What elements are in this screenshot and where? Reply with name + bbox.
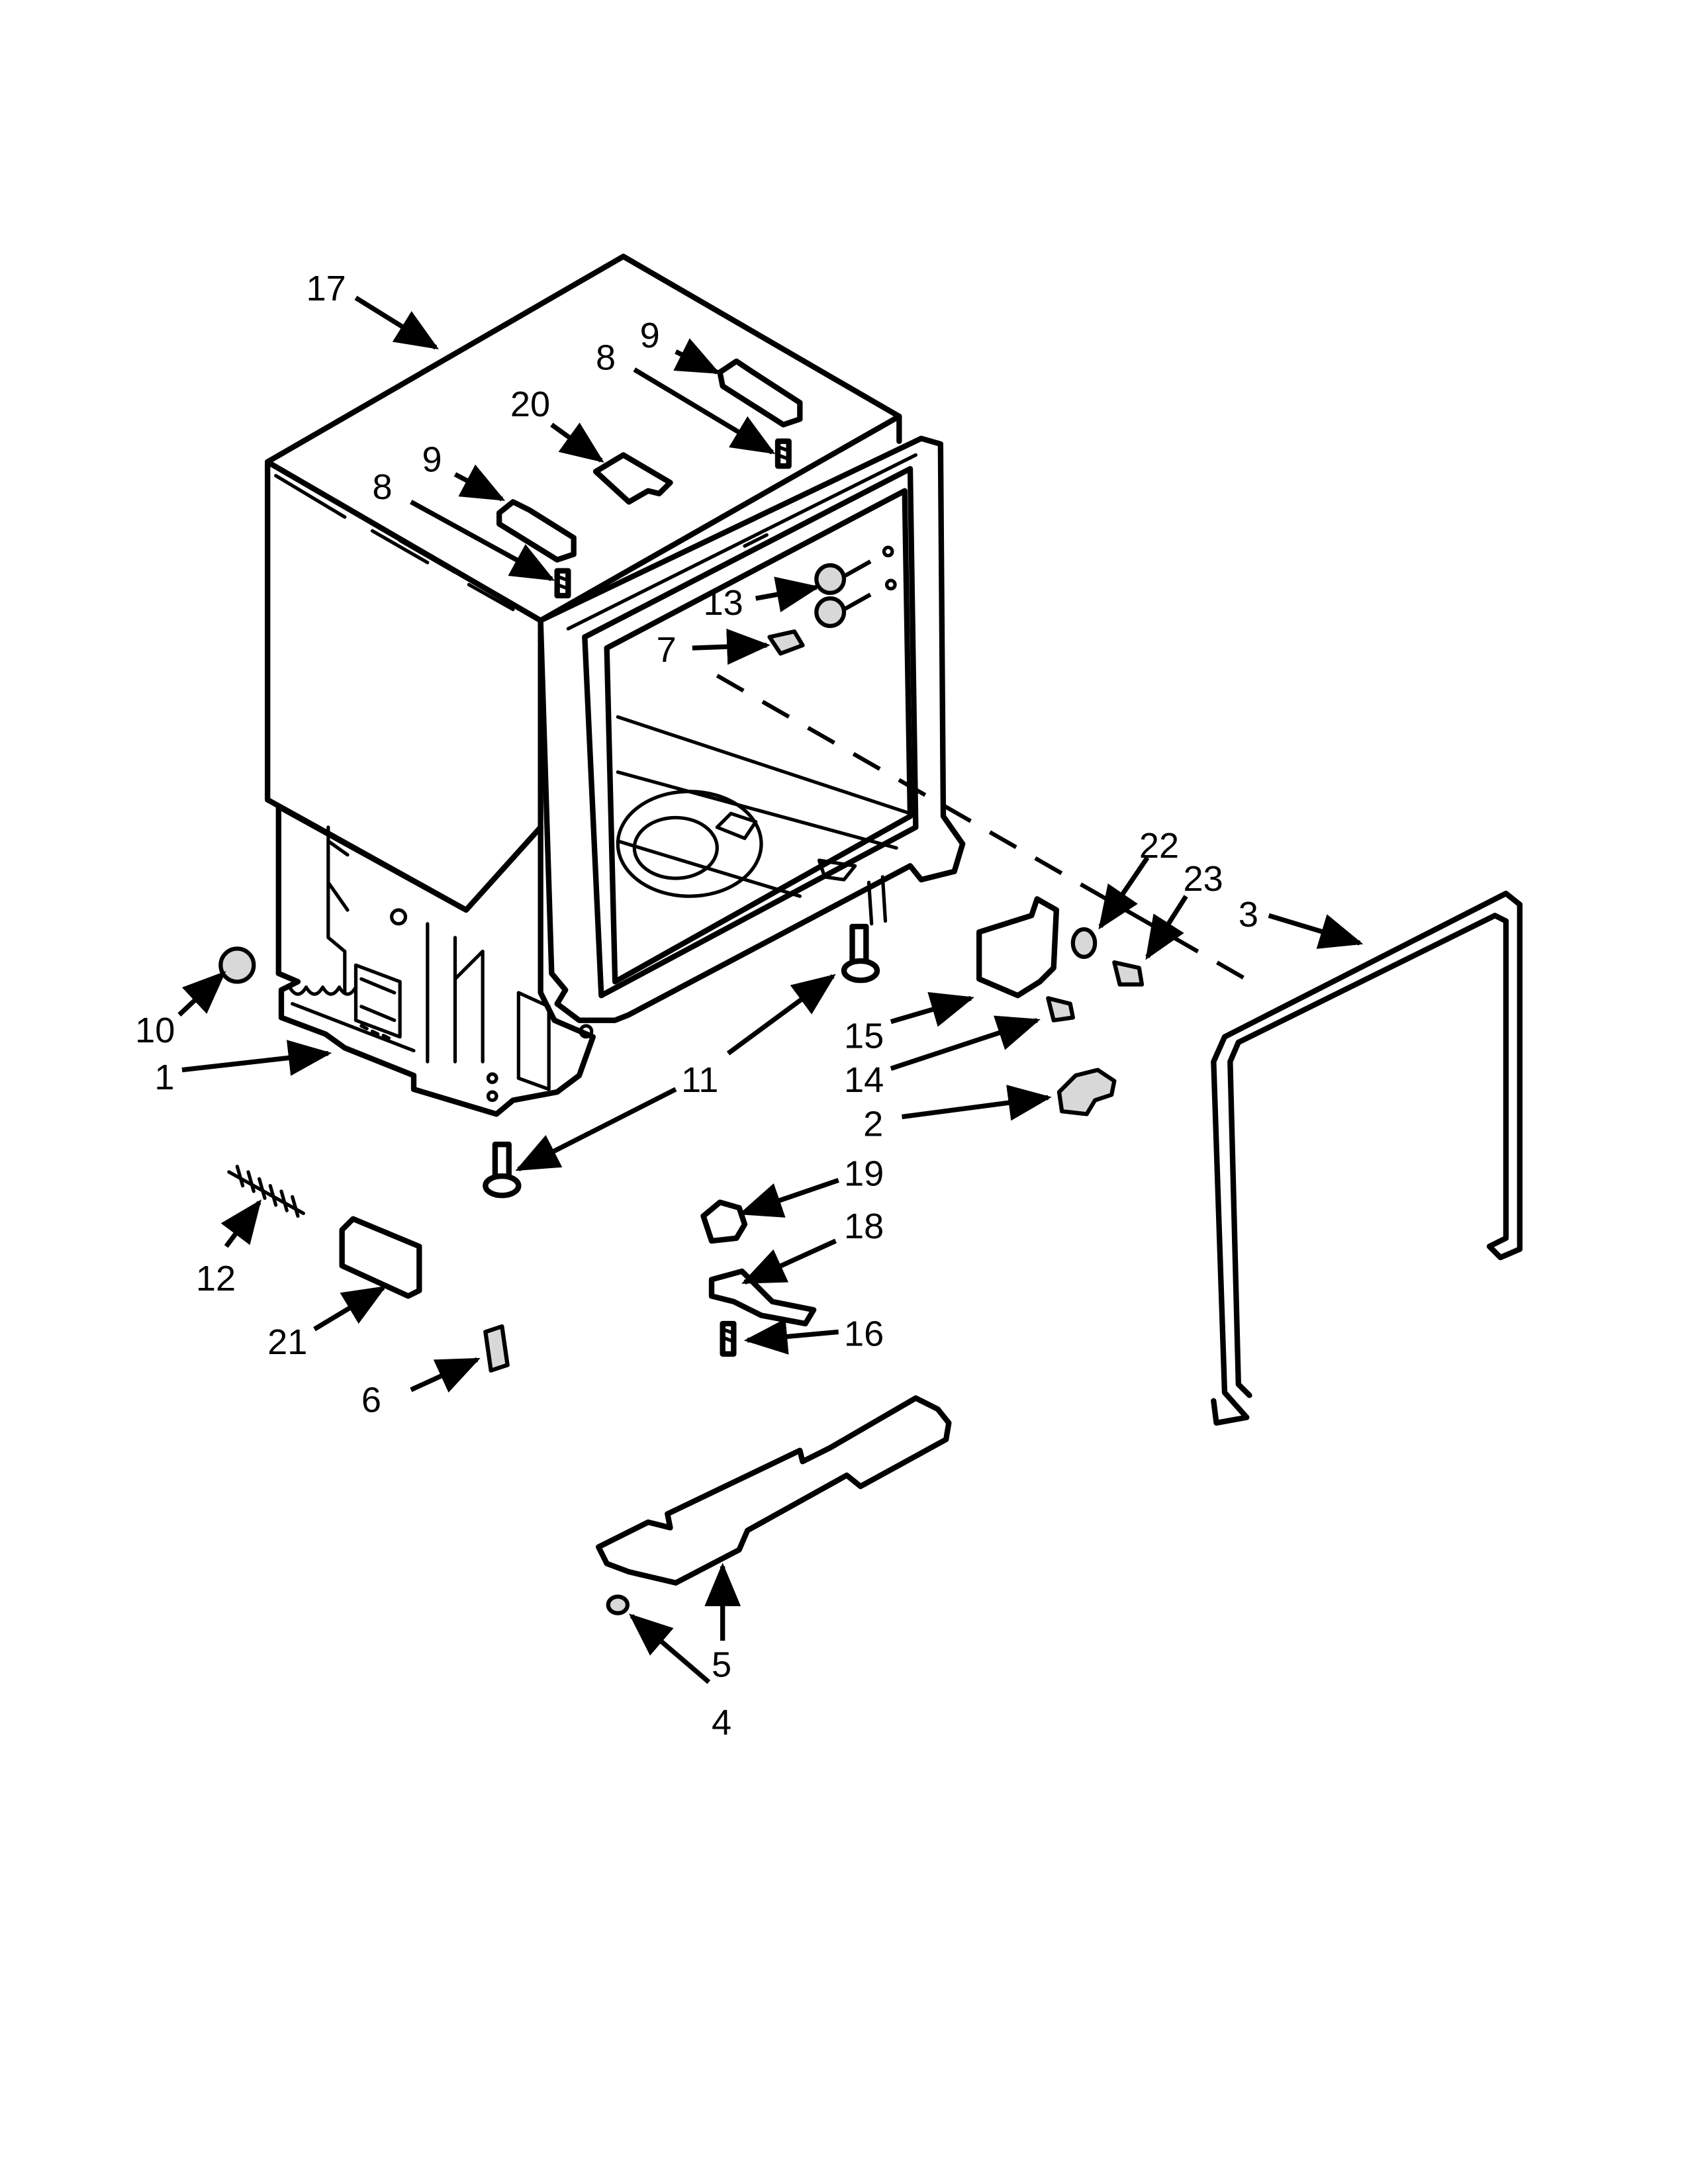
- door-latch: [1056, 1068, 1117, 1116]
- callout-5: 5: [712, 1645, 731, 1684]
- hinge-bracket-lower: [496, 499, 577, 563]
- callout-9-upper: 9: [640, 316, 660, 355]
- thermostat: [700, 1199, 748, 1244]
- callout-2: 2: [863, 1105, 883, 1144]
- hinge-bracket-upper: [717, 358, 803, 428]
- clip-small: [483, 1324, 510, 1373]
- leader-lines: [177, 295, 1364, 1684]
- thermostat-bracket: [708, 1268, 817, 1327]
- nut: [218, 946, 256, 984]
- strike-bracket: [976, 896, 1060, 999]
- toe-panel-support: [596, 1395, 952, 1586]
- callout-13: 13: [704, 583, 743, 623]
- callout-10: 10: [135, 1011, 175, 1050]
- screw-thermostat: [720, 1320, 737, 1357]
- callout-18: 18: [844, 1206, 884, 1246]
- callout-12: 12: [196, 1259, 236, 1298]
- callout-8-upper: 8: [596, 338, 616, 377]
- spacer-pair: [814, 545, 897, 628]
- callout-23: 23: [1184, 859, 1223, 899]
- callout-1: 1: [154, 1058, 174, 1097]
- callout-11: 11: [681, 1060, 718, 1100]
- clip-top: [592, 452, 673, 505]
- callout-21: 21: [267, 1322, 307, 1362]
- callout-9-lower: 9: [422, 440, 442, 480]
- screw-strike: [1046, 996, 1075, 1023]
- callout-14: 14: [844, 1060, 884, 1100]
- door-gasket: [1211, 890, 1523, 1426]
- callout-19: 19: [844, 1154, 884, 1194]
- screw-front: [767, 629, 805, 656]
- leveling-leg-left: [483, 1142, 522, 1199]
- callout-22: 22: [1139, 826, 1179, 866]
- screw-latch: [1112, 960, 1145, 987]
- callout-4: 4: [712, 1703, 731, 1743]
- callout-15: 15: [844, 1016, 884, 1056]
- leveling-leg-right: [841, 923, 880, 983]
- screw-bottom: [606, 1594, 630, 1615]
- callout-3: 3: [1239, 895, 1258, 934]
- pad: [339, 1216, 422, 1299]
- callout-6: 6: [361, 1380, 381, 1420]
- callout-8-lower: 8: [373, 467, 393, 507]
- callout-17: 17: [306, 269, 346, 308]
- callout-20: 20: [510, 385, 550, 424]
- screw-upper-right: [774, 438, 792, 469]
- callout-16: 16: [844, 1314, 884, 1353]
- spring: [227, 1164, 305, 1218]
- callout-7: 7: [657, 630, 677, 670]
- callout-labels: 17 9 9 8 8 20 13 7 22 23 3 10 1 11 15 14…: [135, 269, 1258, 1743]
- washer: [1070, 927, 1098, 959]
- screw-upper-left: [554, 568, 571, 599]
